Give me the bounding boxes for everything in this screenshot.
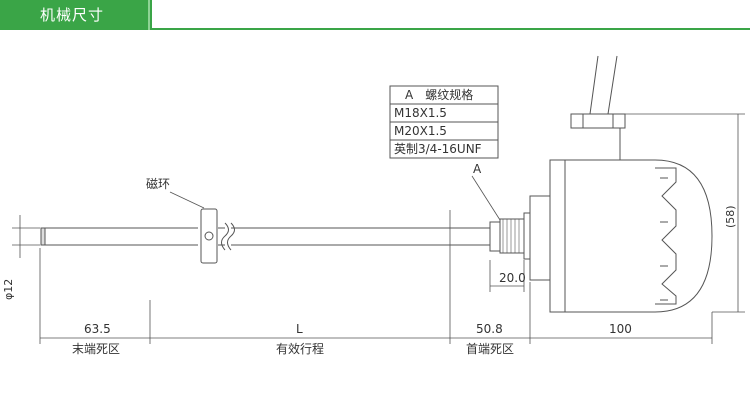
thread-marker-label: A	[473, 162, 482, 176]
rod-left	[41, 227, 198, 246]
section-title: 机械尺寸	[40, 6, 105, 24]
magnet-ring	[200, 208, 218, 264]
rod-tip	[40, 227, 46, 246]
rod-right	[231, 227, 490, 246]
header-ribbon	[0, 0, 150, 30]
thread-length-dim	[489, 260, 525, 292]
break-mark-1	[221, 222, 229, 251]
extension-lines	[39, 210, 713, 344]
spec-table	[389, 85, 499, 159]
magnet-ring-label: 磁环	[146, 176, 170, 191]
thread-leader	[471, 175, 501, 221]
magnet-leader	[169, 191, 205, 209]
break-mark-2	[227, 222, 235, 251]
header-underline	[150, 28, 750, 30]
dim-value-1: L	[296, 322, 303, 336]
height-label: (58)	[724, 205, 737, 228]
dim-caption-0: 末端死区	[72, 342, 120, 356]
dim-value-3: 100	[609, 322, 632, 336]
housing-body	[549, 159, 713, 313]
diameter-label: φ12	[2, 279, 15, 300]
dim-caption-2: 首端死区	[466, 342, 514, 356]
spec-table-header: A 螺纹规格	[405, 87, 473, 102]
hex-nut	[570, 113, 626, 129]
thread-body	[499, 218, 525, 254]
thread-flange	[523, 212, 531, 260]
spec-row-3: 英制3/4-16UNF	[394, 142, 482, 156]
thread-start	[489, 221, 501, 252]
thread-length-label: 20.0	[499, 271, 526, 285]
dim-caption-1: 有效行程	[276, 341, 324, 356]
diameter-dim-line	[12, 215, 40, 258]
cable-gland	[577, 127, 621, 161]
dim-value-0: 63.5	[84, 322, 111, 336]
cable	[589, 55, 618, 115]
dim-value-2: 50.8	[476, 322, 503, 336]
magnet-ring-hole	[204, 231, 214, 241]
spec-row-2: M20X1.5	[394, 124, 447, 138]
header-tab: 机械尺寸	[0, 0, 152, 30]
height-dim-line	[620, 113, 745, 313]
housing-fins	[655, 167, 677, 305]
spec-row-1: M18X1.5	[394, 106, 447, 120]
header-bar: 机械尺寸	[0, 0, 750, 30]
housing-neck	[529, 195, 551, 281]
